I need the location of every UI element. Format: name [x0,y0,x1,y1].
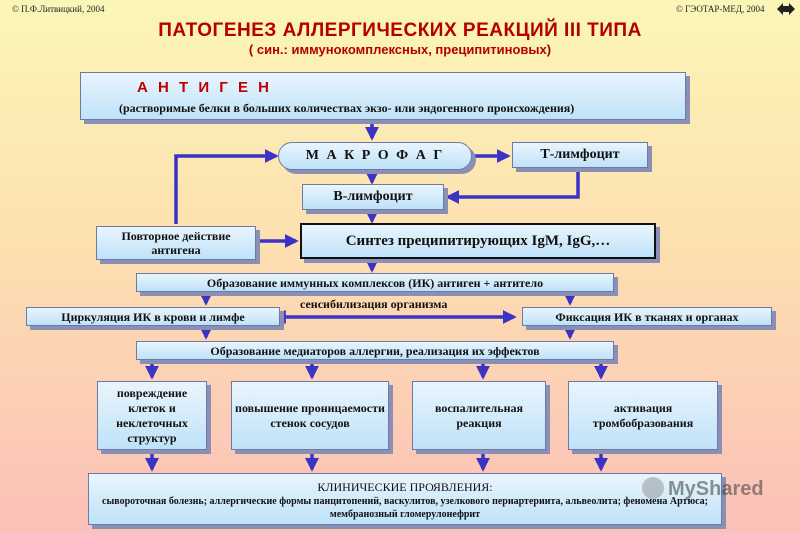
watermark-icon [642,476,664,499]
b-lymphocyte-node: В-лимфоцит [302,184,444,210]
left-copyright: © П.Ф.Литвицкий, 2004 [12,4,105,14]
page-title: ПАТОГЕНЕЗ АЛЛЕРГИЧЕСКИХ РЕАКЦИЙ III ТИПА [158,20,642,41]
effect-inflammation: воспалительная реакция [412,381,546,450]
synthesis-node: Синтез преципитирующих IgM, IgG,… [300,223,656,259]
watermark-logo: MyShared [642,476,764,501]
page-subtitle: ( син.: иммунокомплексных, преципитиновы… [0,42,800,57]
effect-vascular-permeability: повышение проницаемости стенок сосудов [231,381,389,450]
arrow-tcell-bcell [445,170,580,204]
antigen-box: А Н Т И Г Е Н (растворимые белки в больш… [80,72,686,120]
effect-thrombosis: активация тромбобразования [568,381,718,450]
arrow-repeat-macrophage [174,149,279,224]
macrophage-node: М А К Р О Ф А Г [278,142,472,170]
effect-cell-damage: повреждение клеток и неклеточных структу… [97,381,207,450]
sensitization-label: сенсибилизация организма [300,297,448,311]
nav-arrows-icon[interactable] [776,1,796,17]
subtitle-open-paren: ( [248,42,254,57]
antigen-title: А Н Т И Г Е Н [137,79,272,96]
clinical-box: КЛИНИЧЕСКИЕ ПРОЯВЛЕНИЯ: сывороточная бол… [88,473,722,525]
circulation-node: Циркуляция ИК в крови и лимфе [26,307,280,326]
mediators-node: Образование медиаторов аллергии, реализа… [136,341,614,360]
antigen-description: (растворимые белки в больших количествах… [119,101,575,115]
right-copyright: © ГЭОТАР-МЕД, 2004 [676,4,765,14]
fixation-node: Фиксация ИК в тканях и органах [522,307,772,326]
immune-complex-node: Образование иммунных комплексов (ИК) ант… [136,273,614,292]
subtitle-close-paren: ) [546,42,552,57]
clinical-text: сывороточная болезнь; аллергические форм… [102,496,708,520]
clinical-title: КЛИНИЧЕСКИЕ ПРОЯВЛЕНИЯ: [317,480,493,494]
watermark-text: MyShared [668,478,764,500]
repeat-antigen-node: Повторное действие антигена [96,226,256,260]
t-lymphocyte-node: Т-лимфоцит [512,142,648,168]
subtitle-text: син.: иммунокомплексных, преципитиновых [253,42,547,57]
